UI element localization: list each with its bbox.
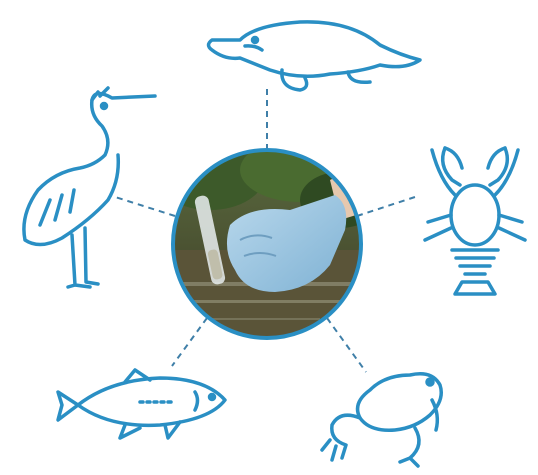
platypus-icon — [209, 22, 421, 90]
fish-icon — [58, 370, 225, 438]
connector-fish — [172, 318, 207, 366]
connector-frog — [327, 318, 366, 372]
center-photo — [155, 138, 380, 350]
crayfish-icon — [425, 148, 525, 294]
heron-icon — [24, 88, 155, 287]
frog-icon — [322, 374, 441, 466]
connector-crayfish — [357, 196, 418, 216]
connector-heron — [112, 196, 175, 216]
